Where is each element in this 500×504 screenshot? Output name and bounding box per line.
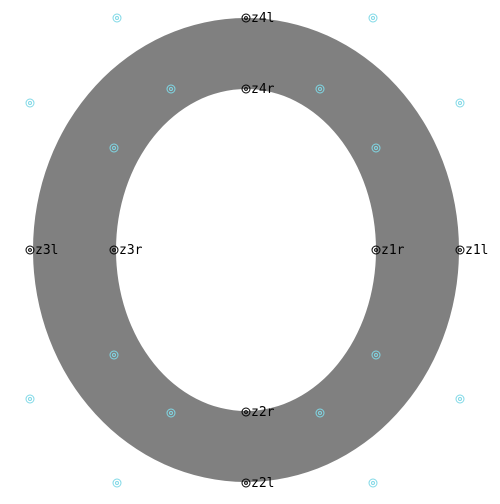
point-label-z3r: z3r — [119, 243, 143, 258]
control-point — [455, 98, 465, 108]
glyph-ring — [33, 18, 459, 482]
control-point — [25, 394, 35, 404]
point-label-z4l: z4l — [251, 11, 274, 26]
point-marker-icon — [371, 245, 381, 255]
point-label-z3l: z3l — [35, 243, 58, 258]
control-point — [368, 13, 378, 23]
point-marker-icon — [241, 407, 251, 417]
point-z4l: z4l — [241, 11, 274, 26]
point-z4r: z4r — [241, 82, 275, 97]
point-z2l: z2l — [241, 476, 274, 491]
point-marker-icon — [455, 245, 465, 255]
point-marker-icon — [241, 13, 251, 23]
point-z3l: z3l — [25, 243, 58, 258]
on-curve-points: z4l z4r z3l z3r z1r z1l z2r z2l — [25, 11, 488, 491]
control-point — [315, 408, 325, 418]
point-label-z1r: z1r — [381, 243, 405, 258]
control-point — [109, 143, 119, 153]
point-label-z2r: z2r — [251, 405, 275, 420]
point-marker-icon — [25, 245, 35, 255]
point-z2r: z2r — [241, 405, 275, 420]
point-label-z4r: z4r — [251, 82, 275, 97]
control-points — [25, 13, 465, 488]
point-label-z2l: z2l — [251, 476, 274, 491]
control-point — [109, 350, 119, 360]
point-z1r: z1r — [371, 243, 405, 258]
point-label-z1l: z1l — [465, 243, 488, 258]
control-point — [112, 13, 122, 23]
control-point — [455, 394, 465, 404]
control-point — [25, 98, 35, 108]
control-point — [112, 478, 122, 488]
point-marker-icon — [241, 84, 251, 94]
control-point — [371, 350, 381, 360]
control-point — [371, 143, 381, 153]
point-z3r: z3r — [109, 243, 143, 258]
point-marker-icon — [241, 478, 251, 488]
control-point — [368, 478, 378, 488]
control-point — [166, 84, 176, 94]
control-point — [166, 408, 176, 418]
point-z1l: z1l — [455, 243, 488, 258]
control-point — [315, 84, 325, 94]
point-marker-icon — [109, 245, 119, 255]
